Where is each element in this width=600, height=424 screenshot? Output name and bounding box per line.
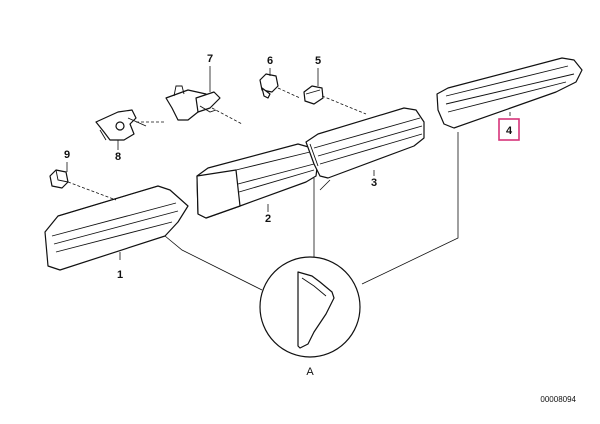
moulding-part-2[interactable] [196, 143, 319, 219]
callout-2[interactable]: 2 [265, 213, 271, 225]
callout-8[interactable]: 8 [115, 151, 121, 163]
callout-5[interactable]: 5 [315, 55, 321, 67]
detail-leaders [164, 132, 459, 291]
callout-7[interactable]: 7 [207, 53, 213, 65]
document-number: 00008094 [540, 395, 576, 404]
callout-9[interactable]: 9 [64, 149, 70, 161]
nut-part-9[interactable] [49, 169, 69, 189]
assembly-lines [67, 87, 367, 201]
clip-part-8[interactable] [95, 109, 147, 141]
moulding-part-1[interactable] [44, 185, 189, 271]
callout-4[interactable]: 4 [506, 125, 513, 137]
clip-part-6[interactable] [259, 73, 279, 99]
callout-leaders [66, 66, 511, 260]
bracket-part-7[interactable] [165, 85, 221, 121]
callout-4-highlight [498, 118, 520, 141]
detail-label: A [306, 366, 314, 378]
moulding-part-3[interactable] [305, 107, 425, 179]
clip-part-5[interactable] [303, 85, 324, 105]
moulding-part-4[interactable] [436, 57, 583, 129]
detail-view-a[interactable] [259, 256, 361, 358]
callout-1[interactable]: 1 [117, 269, 123, 281]
callout-3[interactable]: 3 [371, 177, 377, 189]
callout-6[interactable]: 6 [267, 55, 273, 67]
